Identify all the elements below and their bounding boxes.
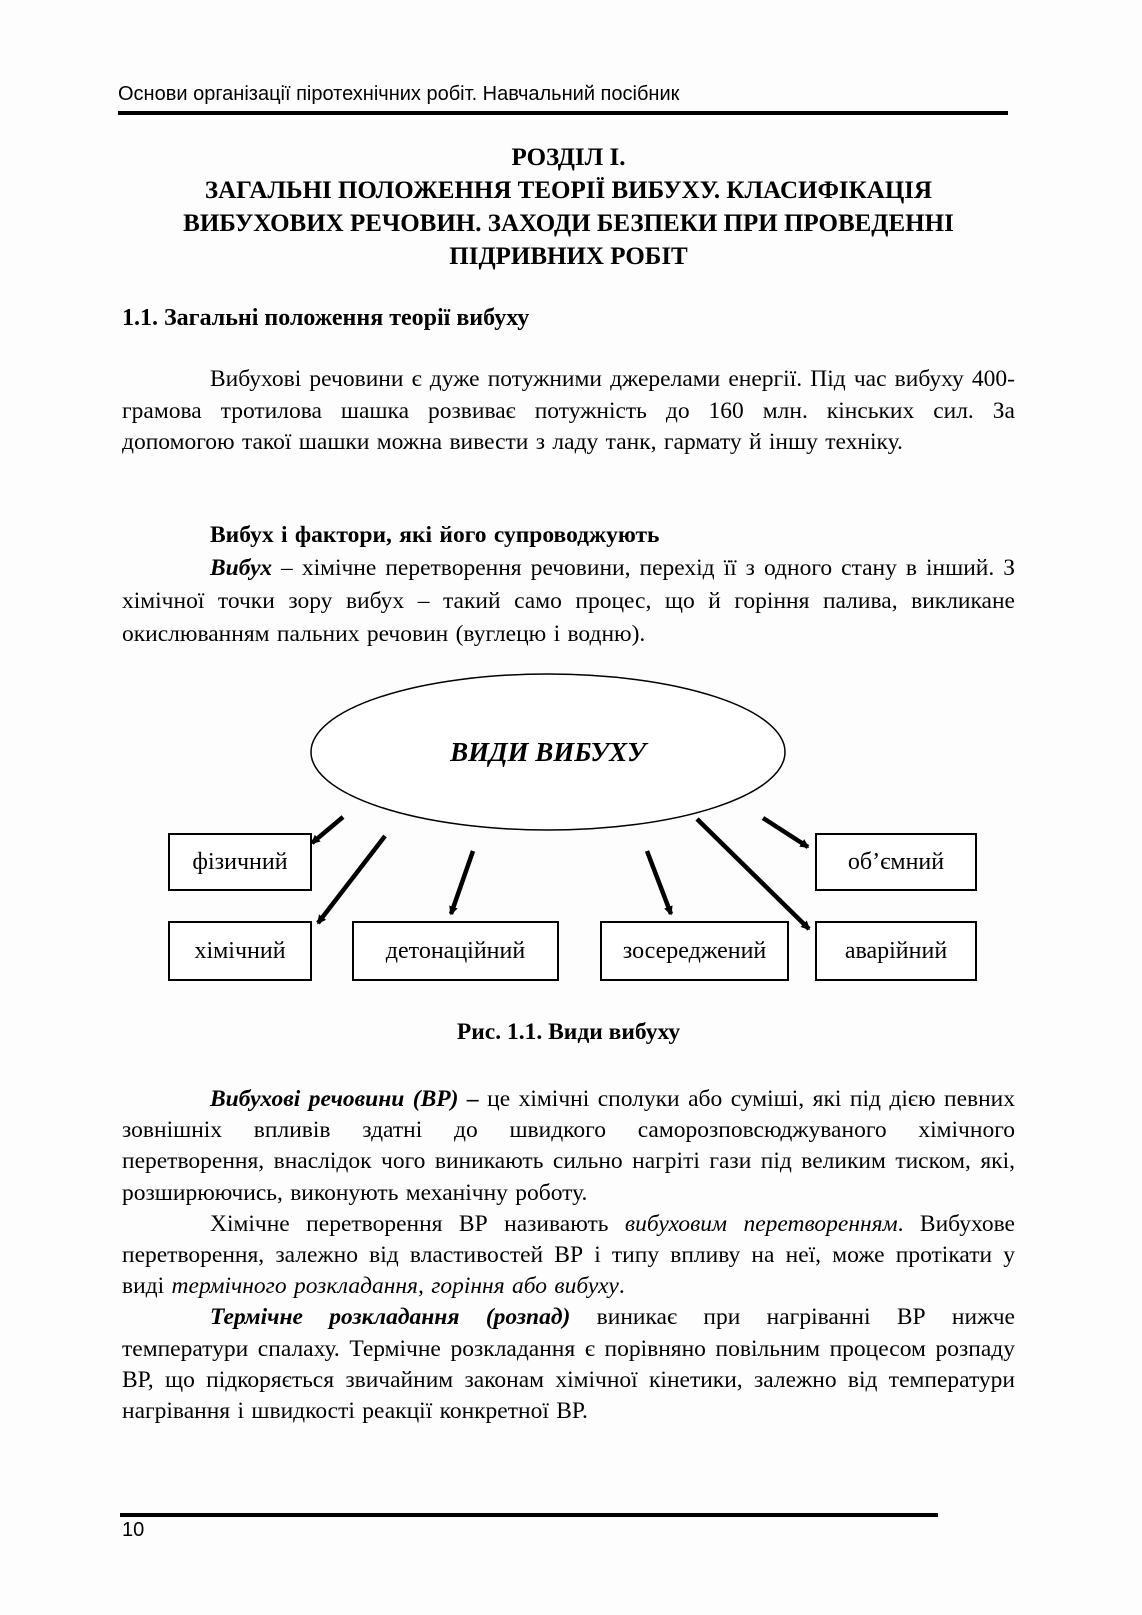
- diagram-box-concentrated: зосереджений: [600, 921, 789, 981]
- term-explosion: Вибух: [210, 555, 273, 581]
- bottom-text-block: Вибухові речовини (ВР) – це хімічні спол…: [122, 1084, 1015, 1427]
- diagram-box-accidental-label: аварійний: [844, 937, 948, 964]
- diagram-box-detonation-label: детонаційний: [385, 937, 526, 964]
- figure-caption-text: Рис. 1.1. Види вибуху: [456, 1019, 681, 1045]
- ellipse-explosion-types: [310, 673, 786, 831]
- paragraph-intro: Вибухові речовини є дуже потужними джере…: [122, 364, 1015, 459]
- subheading-explosion-factors: Вибух і фактори, які його супроводжують: [210, 522, 660, 548]
- paragraph-thermal-decomposition: Термічне розкладання (розпад) виникає пр…: [122, 1302, 1015, 1427]
- diagram-box-volumetric-label: об’ємний: [847, 848, 945, 875]
- running-header: Основи організації піротехнічних робіт. …: [118, 82, 1008, 115]
- section-heading-text: 1.1. Загальні положення теорії вибуху: [122, 305, 530, 331]
- chapter-title-text: ЗАГАЛЬНІ ПОЛОЖЕННЯ ТЕОРІЇ ВИБУХУ. КЛАСИФ…: [183, 177, 954, 270]
- diagram-box-detonation: детонаційний: [352, 921, 559, 981]
- arrow-to-detonation: [448, 850, 476, 916]
- diagram-canvas: [310, 673, 811, 931]
- diagram-box-physical-label: фізичний: [192, 848, 288, 875]
- chapter-number-line: РОЗДІЛ І.: [511, 144, 626, 171]
- explosion-definition-block: Вибух і фактори, які його супроводжують …: [122, 519, 1015, 651]
- term-explosive-substances: Вибухові речовини (ВР) –: [210, 1086, 479, 1112]
- diagram-box-accidental: аварійний: [815, 921, 977, 981]
- diagram-box-chemical: хімічний: [168, 921, 312, 981]
- figure-caption: Рис. 1.1. Види вибуху: [122, 1019, 1015, 1046]
- section-heading: 1.1. Загальні положення теорії вибуху: [122, 303, 1015, 333]
- chapter-title: РОЗДІЛ І. ЗАГАЛЬНІ ПОЛОЖЕННЯ ТЕОРІЇ ВИБУ…: [122, 141, 1015, 273]
- paragraph-explosive-substances-text: це хімічні сполуки або суміші, які під д…: [122, 1086, 1015, 1206]
- p4-text-1: Хімічне перетворення ВР називають: [210, 1210, 625, 1237]
- footer-rule: [120, 1513, 938, 1517]
- diagram-box-concentrated-label: зосереджений: [622, 937, 767, 964]
- arrow-to-volumetric: [761, 816, 810, 849]
- paragraph-intro-text: Вибухові речовини є дуже потужними джере…: [122, 366, 1015, 455]
- paragraph-explosion-definition: Вибух – хімічне перетворення речовини, п…: [122, 552, 1015, 651]
- diagram-box-physical: фізичний: [168, 833, 312, 891]
- figure-explosion-types-diagram: ВИДИ ВИБУХУ фізичний об’ємний хімічний д…: [0, 655, 1142, 985]
- running-header-text: Основи організації піротехнічних робіт. …: [118, 83, 680, 105]
- arrow-to-accidental: [695, 817, 811, 931]
- ellipse-label: ВИДИ ВИБУХУ: [450, 737, 646, 767]
- paragraph-thermal-decomposition-text: виникає при нагріванні ВР нижче температ…: [122, 1304, 1015, 1425]
- diagram-box-chemical-label: хімічний: [194, 937, 286, 964]
- paragraph-explosion-definition-text: – хімічне перетворення речовини, перехід…: [122, 555, 1015, 647]
- diagram-box-volumetric: об’ємний: [815, 833, 977, 891]
- arrow-to-physical: [310, 815, 345, 845]
- page-number: 10: [122, 1519, 145, 1541]
- paragraph-chemical-transformation: Хімічне перетворення ВР називають вибухо…: [122, 1209, 1015, 1303]
- paragraph-explosive-substances: Вибухові речовини (ВР) – це хімічні спол…: [122, 1084, 1015, 1209]
- term-decomposition-burning-explosion: термічного розкладання, горіння або вибу…: [171, 1273, 619, 1300]
- p4-text-2: . Вибухове перетворення, залежно від вла…: [122, 1210, 1015, 1300]
- term-explosive-transformation: вибуховим перетворенням: [624, 1210, 898, 1237]
- arrow-to-concentrated: [644, 850, 674, 916]
- term-thermal-decomposition: Термічне розкладання (розпад): [210, 1304, 571, 1331]
- p4-text-3: .: [618, 1273, 625, 1300]
- arrow-to-chemical: [316, 834, 387, 925]
